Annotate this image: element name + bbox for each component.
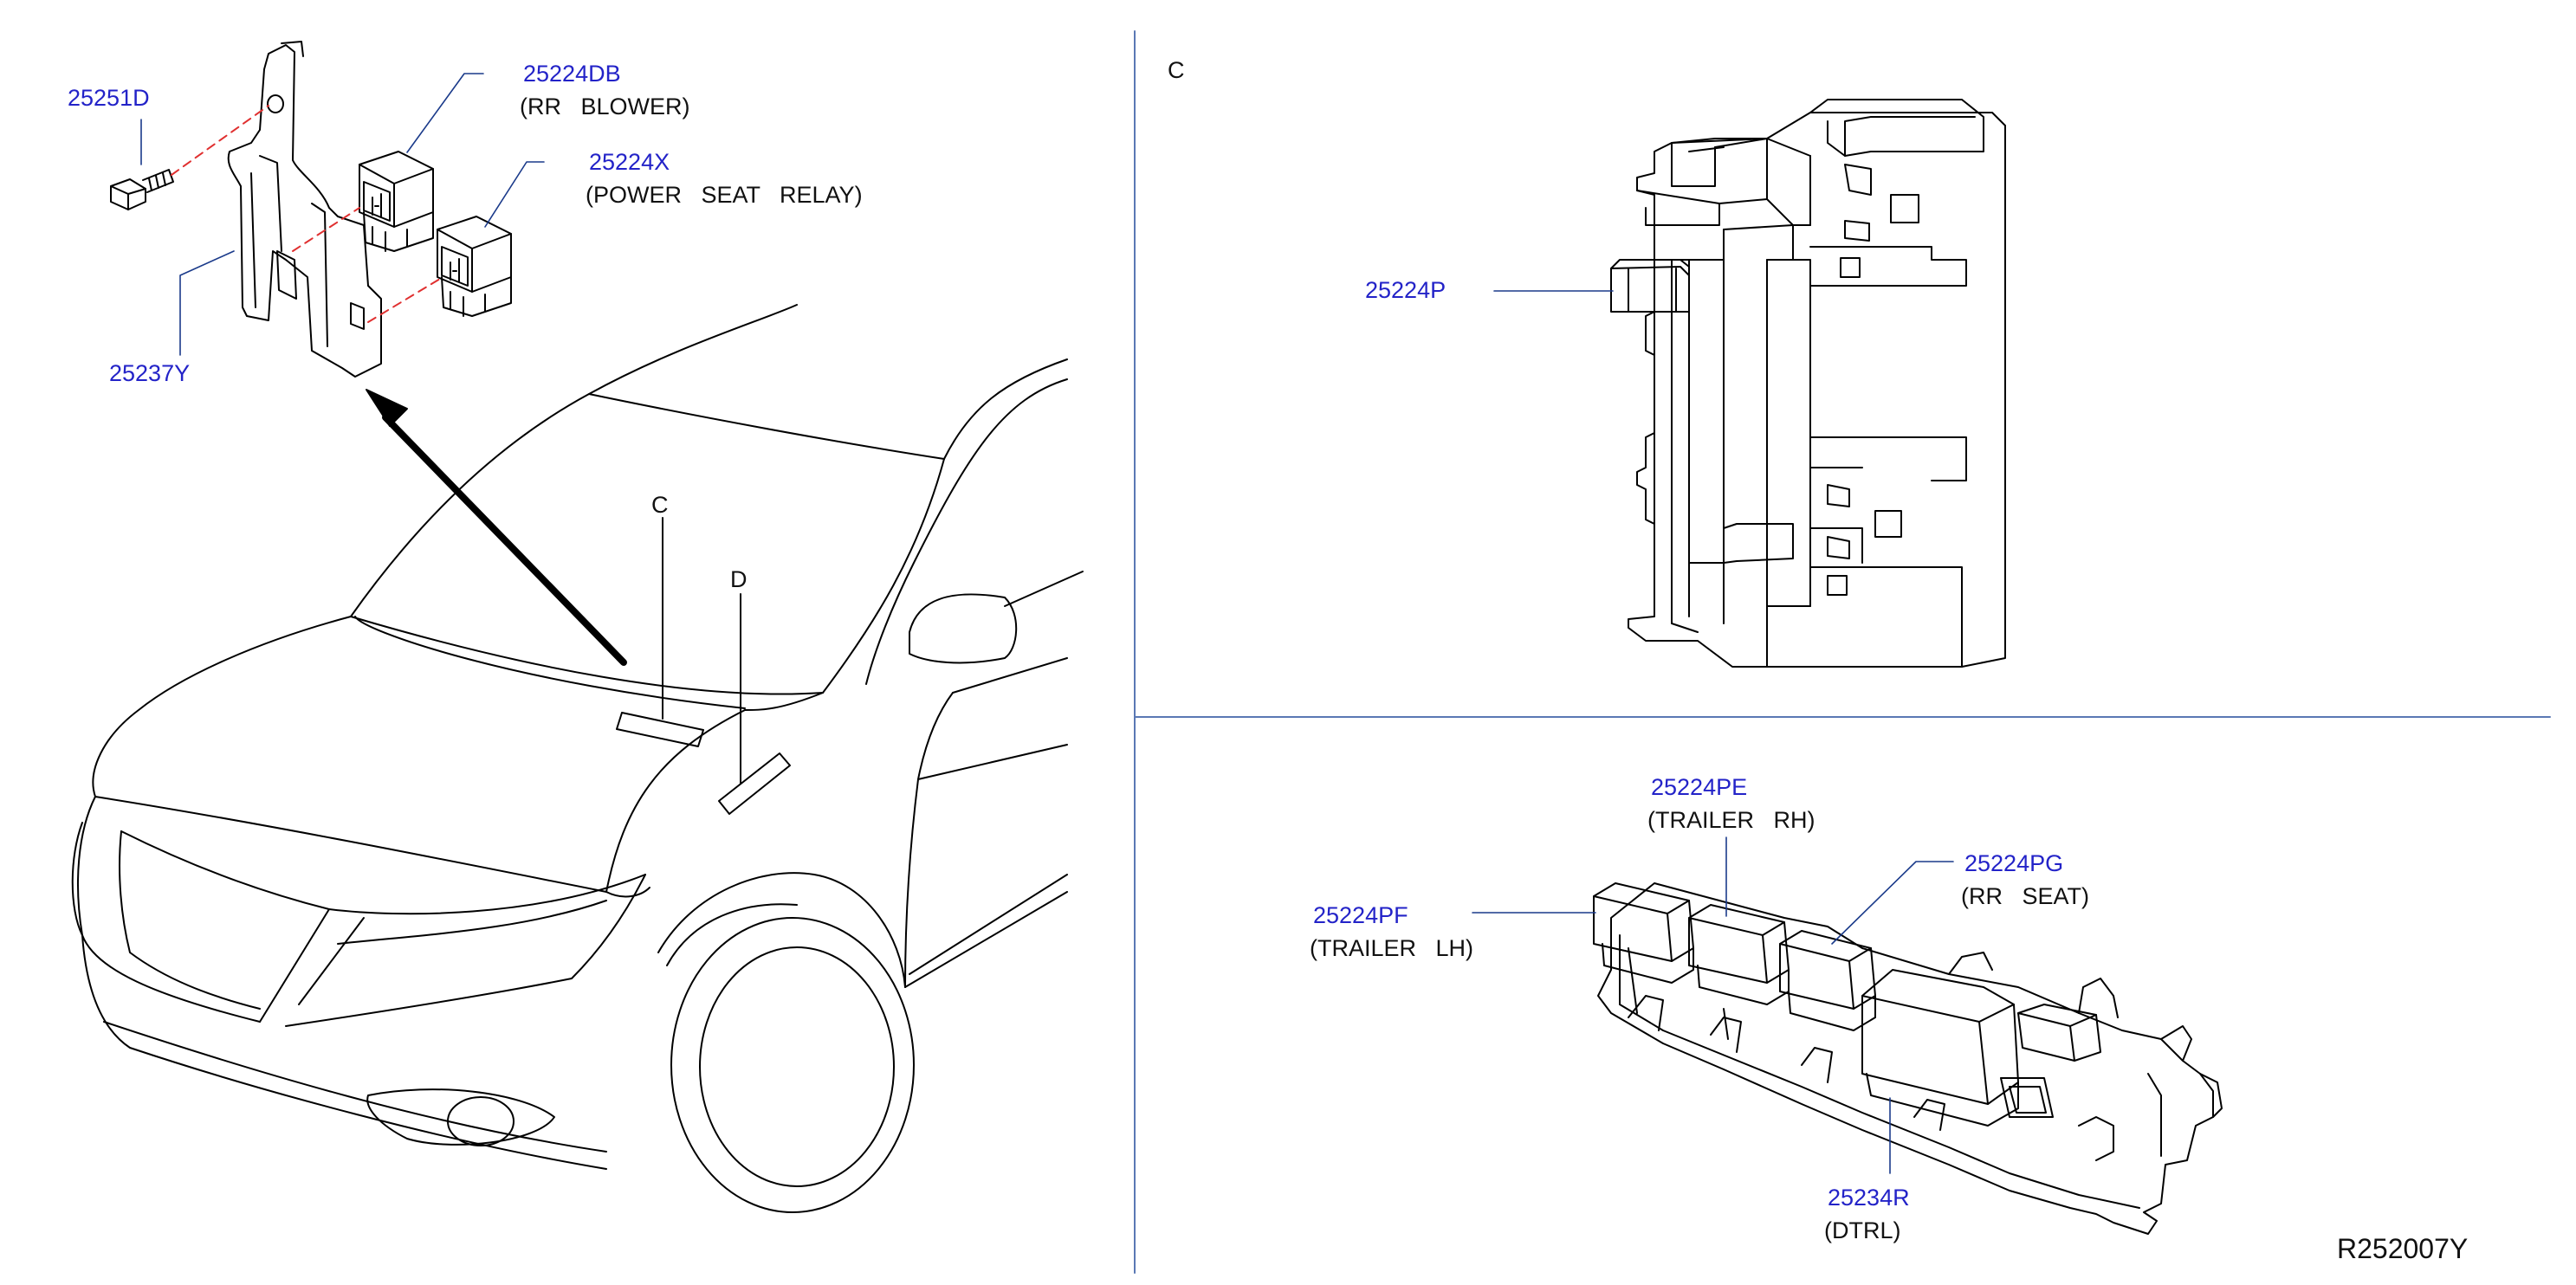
part-number-25224pf: 25224PF	[1313, 902, 1408, 928]
diagram-code: R252007Y	[2337, 1233, 2469, 1264]
desc-rr-blower: (RR BLOWER)	[520, 94, 690, 119]
part-number-25237y: 25237Y	[109, 360, 191, 386]
view-label-c-panel: C	[1168, 57, 1185, 83]
hood-component-markers	[616, 517, 791, 815]
relay-bracket-assembly	[110, 41, 512, 378]
desc-trailer-lh: (TRAILER LH)	[1310, 935, 1474, 961]
part-number-25251d: 25251D	[68, 85, 150, 111]
part-number-25224pe: 25224PE	[1651, 774, 1748, 800]
callout-leaders-left	[140, 73, 545, 356]
callout-leaders-bottom	[1472, 836, 1954, 1174]
relay-box-bottom	[1593, 882, 2223, 1235]
part-number-25224db: 25224DB	[523, 61, 621, 87]
desc-power-seat-relay: (POWER SEAT RELAY)	[586, 182, 863, 208]
relay-block-c	[1610, 99, 2006, 668]
part-number-25224p: 25224P	[1365, 277, 1447, 303]
detail-arrow	[366, 389, 627, 666]
desc-dtrl: (DTRL)	[1824, 1217, 1901, 1243]
vehicle-outline	[71, 304, 1084, 1213]
desc-rr-seat: (RR SEAT)	[1961, 883, 2089, 909]
part-number-25234r: 25234R	[1828, 1185, 1910, 1211]
view-label-c-car: C	[651, 492, 669, 518]
view-label-d-car: D	[730, 566, 748, 592]
part-number-25224pg: 25224PG	[1964, 850, 2064, 876]
panel-dividers	[1134, 30, 2551, 1274]
assembly-dashed-lines	[171, 105, 441, 323]
desc-trailer-rh: (TRAILER RH)	[1647, 807, 1815, 833]
part-number-25224x: 25224X	[589, 149, 670, 175]
